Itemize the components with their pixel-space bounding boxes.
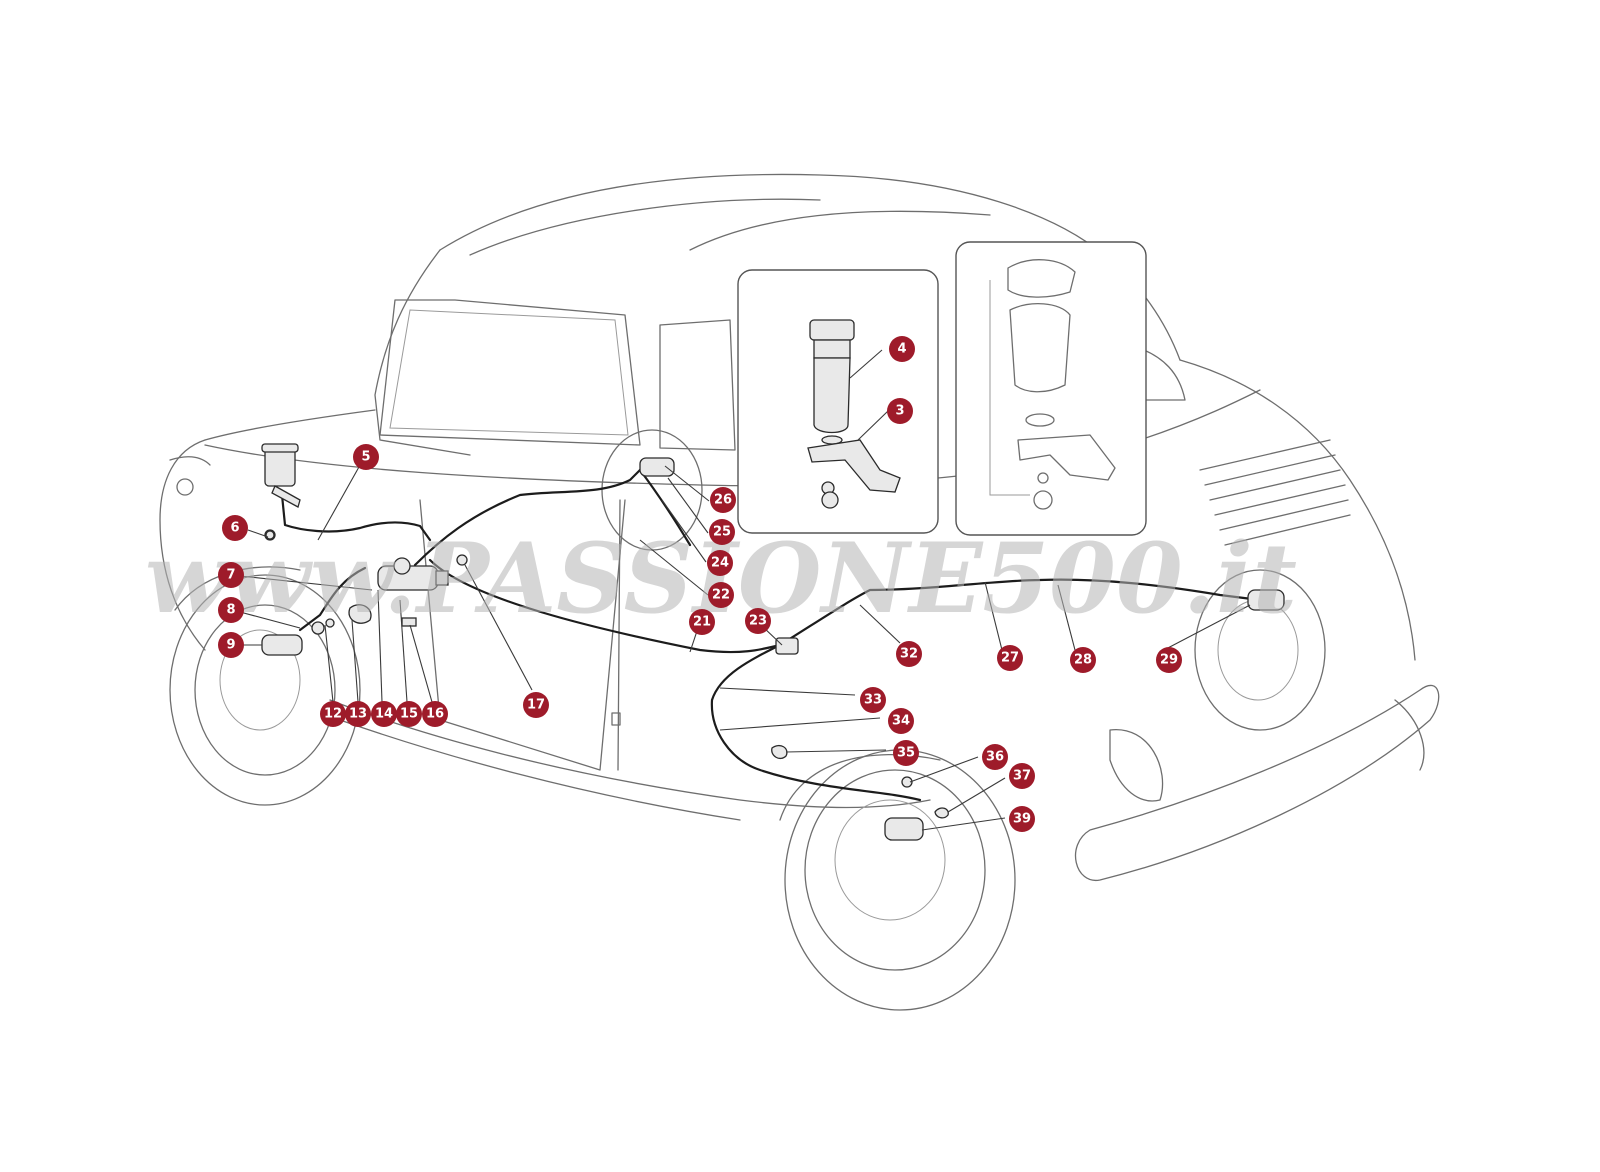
svg-text:36: 36: [986, 750, 1004, 765]
svg-text:34: 34: [892, 714, 910, 729]
callout-16[interactable]: 16: [422, 701, 448, 727]
callout-34[interactable]: 34: [888, 708, 914, 734]
callout-23[interactable]: 23: [745, 608, 771, 634]
svg-text:24: 24: [711, 556, 729, 571]
callout-17[interactable]: 17: [523, 692, 549, 718]
callout-14[interactable]: 14: [371, 701, 397, 727]
rear-left-wheel: [779, 749, 1016, 1011]
svg-text:32: 32: [900, 647, 918, 662]
svg-text:37: 37: [1013, 769, 1031, 784]
brake-parts: [261, 443, 1285, 841]
svg-text:17: 17: [527, 698, 545, 713]
svg-text:26: 26: [714, 493, 732, 508]
callout-28[interactable]: 28: [1070, 647, 1096, 673]
callout-9[interactable]: 9: [218, 632, 244, 658]
svg-text:14: 14: [375, 707, 393, 722]
callout-8[interactable]: 8: [218, 597, 244, 623]
callout-37[interactable]: 37: [1009, 763, 1035, 789]
callout-4[interactable]: 4: [889, 336, 915, 362]
svg-text:4: 4: [897, 342, 906, 357]
svg-text:28: 28: [1074, 653, 1092, 668]
callout-24[interactable]: 24: [707, 550, 733, 576]
svg-text:16: 16: [426, 707, 444, 722]
svg-text:25: 25: [713, 525, 731, 540]
callout-7[interactable]: 7: [218, 562, 244, 588]
callout-26[interactable]: 26: [710, 487, 736, 513]
callout-12[interactable]: 12: [320, 701, 346, 727]
callout-33[interactable]: 33: [860, 687, 886, 713]
svg-text:12: 12: [324, 707, 342, 722]
reservoir-detail-inset: [737, 269, 939, 534]
svg-text:13: 13: [349, 707, 367, 722]
callout-6[interactable]: 6: [222, 515, 248, 541]
svg-text:3: 3: [895, 404, 904, 419]
callout-markers: 3 4 5 6 7 8 9 12 13 14 15: [218, 336, 1182, 832]
svg-text:29: 29: [1160, 653, 1178, 668]
callout-32[interactable]: 32: [896, 641, 922, 667]
svg-text:5: 5: [361, 450, 370, 465]
svg-text:35: 35: [897, 746, 915, 761]
svg-text:33: 33: [864, 693, 882, 708]
reservoir-exploded-inset: [955, 241, 1147, 536]
callout-27[interactable]: 27: [997, 645, 1023, 671]
callout-35[interactable]: 35: [893, 740, 919, 766]
callout-3[interactable]: 3: [887, 398, 913, 424]
svg-text:8: 8: [226, 603, 235, 618]
front-left-wheel: [169, 566, 361, 806]
callout-36[interactable]: 36: [982, 744, 1008, 770]
svg-text:27: 27: [1001, 651, 1019, 666]
callout-29[interactable]: 29: [1156, 647, 1182, 673]
fluid-reservoir: [261, 443, 301, 508]
callout-25[interactable]: 25: [709, 519, 735, 545]
callout-5[interactable]: 5: [353, 444, 379, 470]
svg-text:15: 15: [400, 707, 418, 722]
leader-lines: [239, 349, 1251, 831]
callout-22[interactable]: 22: [708, 582, 734, 608]
svg-text:21: 21: [693, 615, 711, 630]
svg-text:22: 22: [712, 588, 730, 603]
master-cylinder: [377, 557, 449, 591]
callout-13[interactable]: 13: [345, 701, 371, 727]
svg-text:6: 6: [230, 521, 239, 536]
svg-text:7: 7: [226, 568, 235, 583]
callout-15[interactable]: 15: [396, 701, 422, 727]
callout-21[interactable]: 21: [689, 609, 715, 635]
svg-text:23: 23: [749, 614, 767, 629]
callout-39[interactable]: 39: [1009, 806, 1035, 832]
svg-text:39: 39: [1013, 812, 1031, 827]
svg-text:9: 9: [226, 638, 235, 653]
